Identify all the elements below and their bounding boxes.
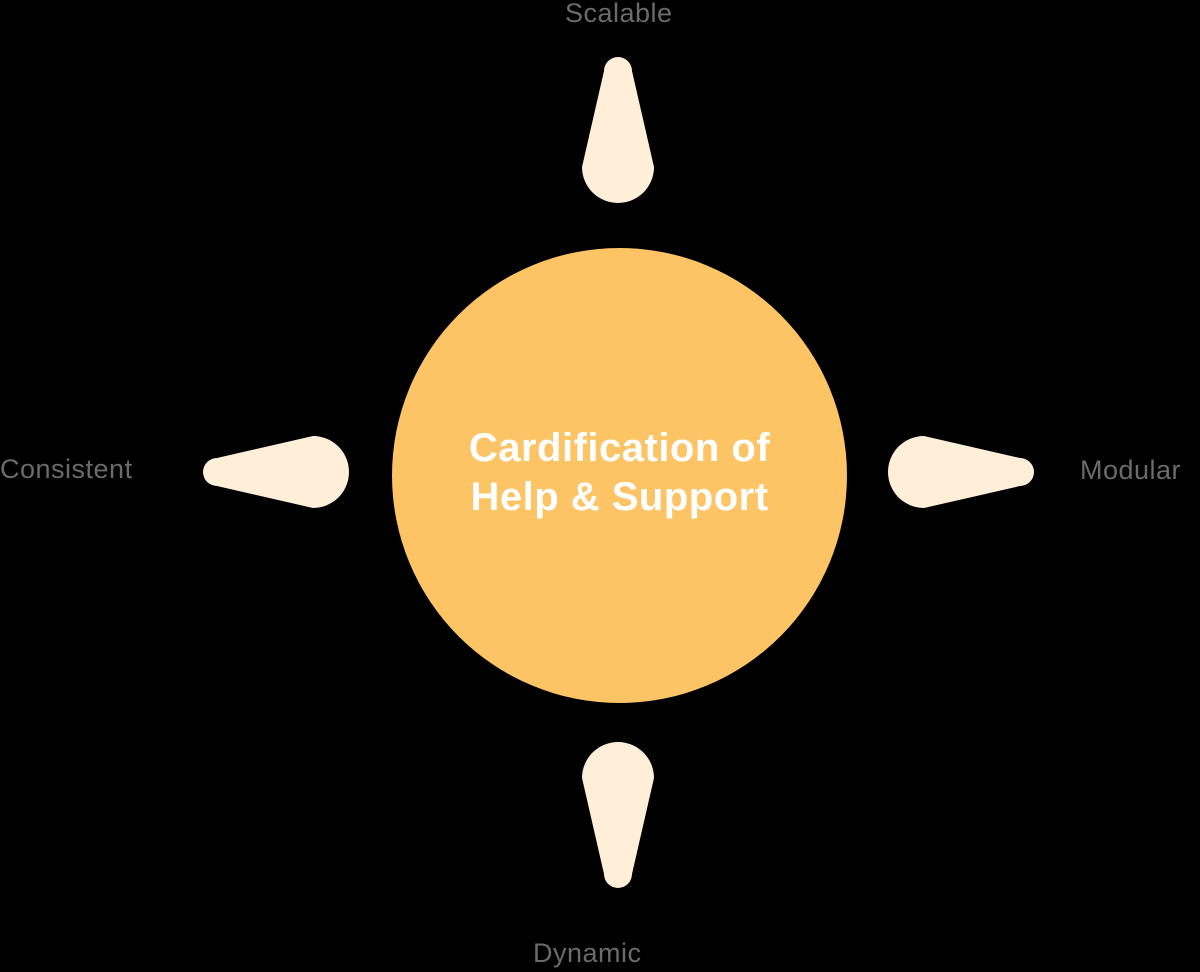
ray-bottom-icon [582,742,654,888]
label-modular: Modular [1080,455,1182,485]
label-scalable: Scalable [565,0,673,28]
center-circle: Cardification of Help & Support [392,248,847,703]
diagram-title: Cardification of Help & Support [469,424,770,522]
ray-top-icon [582,57,654,203]
ray-left-icon [203,436,349,508]
title-line1: Cardification of [468,425,771,470]
ray-right-icon [888,436,1034,508]
label-dynamic: Dynamic [533,938,642,968]
label-consistent: Consistent [0,454,133,484]
title-line2: Help & Support [470,474,769,519]
